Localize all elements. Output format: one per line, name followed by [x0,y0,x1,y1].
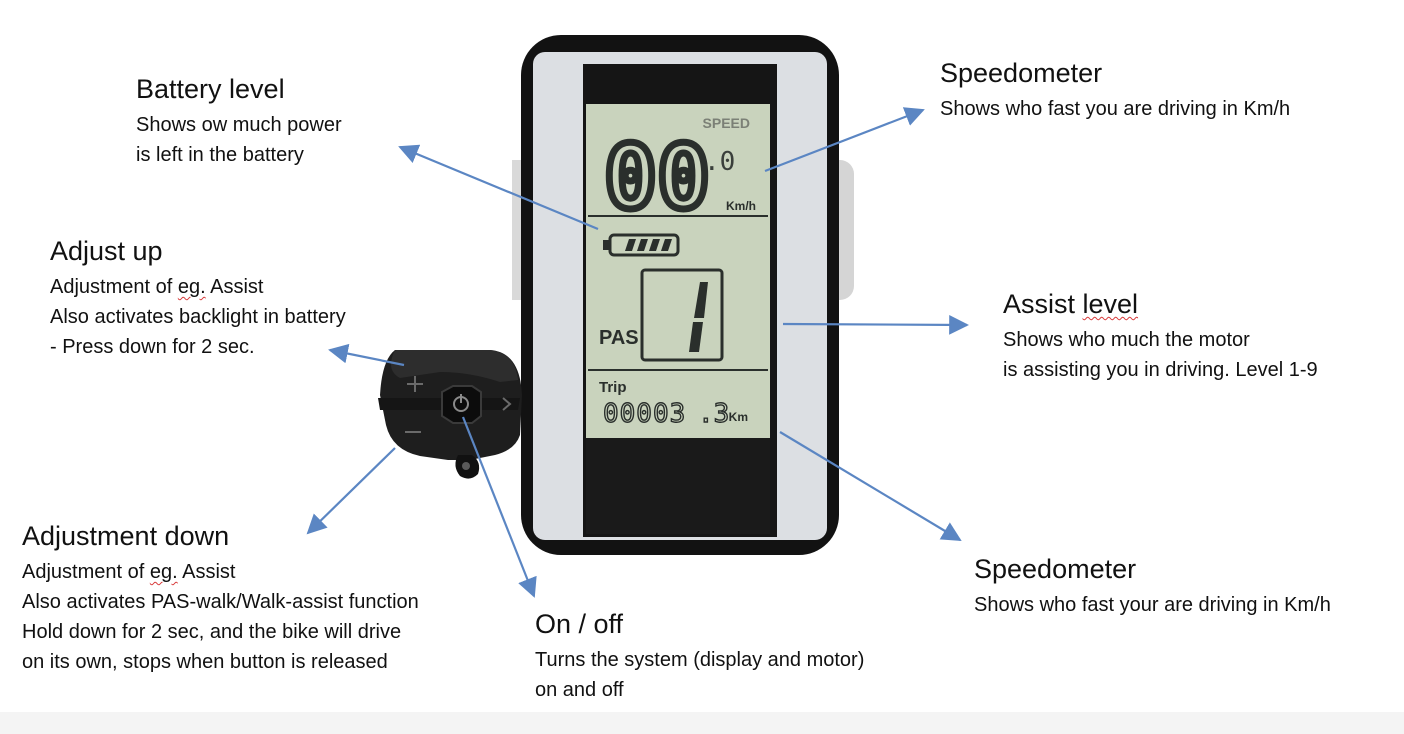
callout-adjust-up: Adjust up Adjustment of eg. Assist Also … [50,234,346,362]
speed-decimal: .0 [704,147,735,177]
callout-line: Also activates backlight in battery [50,306,346,328]
battery-bars [625,239,672,251]
callout-line: Adjustment of eg. Assist [22,557,419,587]
callout-on-off: On / off Turns the system (display and m… [535,607,864,705]
callout-line: on and off [535,679,624,701]
callout-text-flagged: eg. [177,276,206,298]
callout-line: on its own, stops when button is release… [22,651,388,673]
callout-line: Shows who much the motor [1003,329,1250,351]
callout-adjustment-down: Adjustment down Adjustment of eg. Assist… [22,519,419,677]
speed-digits: 00 [604,126,710,229]
callout-speedometer-bottom: Speedometer Shows who fast your are driv… [974,552,1331,620]
callout-line: Shows who fast your are driving in Km/h [974,594,1331,616]
callout-title: Assist level [1003,287,1318,321]
callout-text: Assist [205,276,264,298]
handlebar-controller [378,350,522,479]
callout-text-flagged: eg. [149,561,178,583]
side-chevron-icon [502,397,512,411]
callout-title: Battery level [136,74,285,104]
speed-unit: Km/h [726,199,756,213]
callout-title: Speedometer [940,58,1103,88]
power-icon[interactable] [453,394,469,412]
speed-label: SPEED [703,115,750,131]
callout-text-flagged: level [1082,289,1139,319]
assist-level-digit [689,282,708,352]
callout-line: Hold down for 2 sec, and the bike will d… [22,621,402,643]
callout-line: Shows ow much power [136,114,342,136]
callout-line: Adjustment of eg. Assist [50,272,346,302]
callout-line: - Press down for 2 sec. [50,336,255,358]
callout-text: Adjustment of [50,276,178,298]
trip-label: Trip [599,379,627,396]
callout-assist-level: Assist level Shows who much the motor is… [1003,287,1318,385]
plus-icon[interactable] [407,376,423,392]
trip-value: 00003 [603,399,686,429]
callout-battery-level: Battery level Shows ow much power is lef… [136,72,342,170]
callout-speedometer-top: Speedometer Shows who fast you are drivi… [940,56,1290,124]
battery-bar [625,239,636,251]
lcd-lower-black [586,438,770,534]
callout-line: Shows who fast you are driving in Km/h [940,98,1291,120]
callout-line: Turns the system (display and motor) [535,649,865,671]
callout-text: Assist [1003,289,1083,319]
trip-decimal: .3 [698,399,729,429]
battery-bar [637,239,648,251]
callout-title: Speedometer [974,554,1137,584]
callout-line: is assisting you in driving. Level 1-9 [1003,359,1318,381]
callout-line: is left in the battery [136,144,304,166]
trip-unit: Km [729,410,748,424]
callout-line: Also activates PAS-walk/Walk-assist func… [22,591,419,613]
callout-title: Adjustment down [22,521,230,551]
battery-bar [649,239,660,251]
pas-label: PAS [599,327,639,349]
bottom-background-strip [0,712,1404,734]
assist-level-box [640,268,724,362]
callout-text: Adjustment of [22,561,150,583]
callout-title: On / off [535,609,624,639]
battery-icon [603,233,680,257]
callout-title: Adjust up [50,236,163,266]
callout-text: Assist [177,561,236,583]
battery-bar [661,239,672,251]
